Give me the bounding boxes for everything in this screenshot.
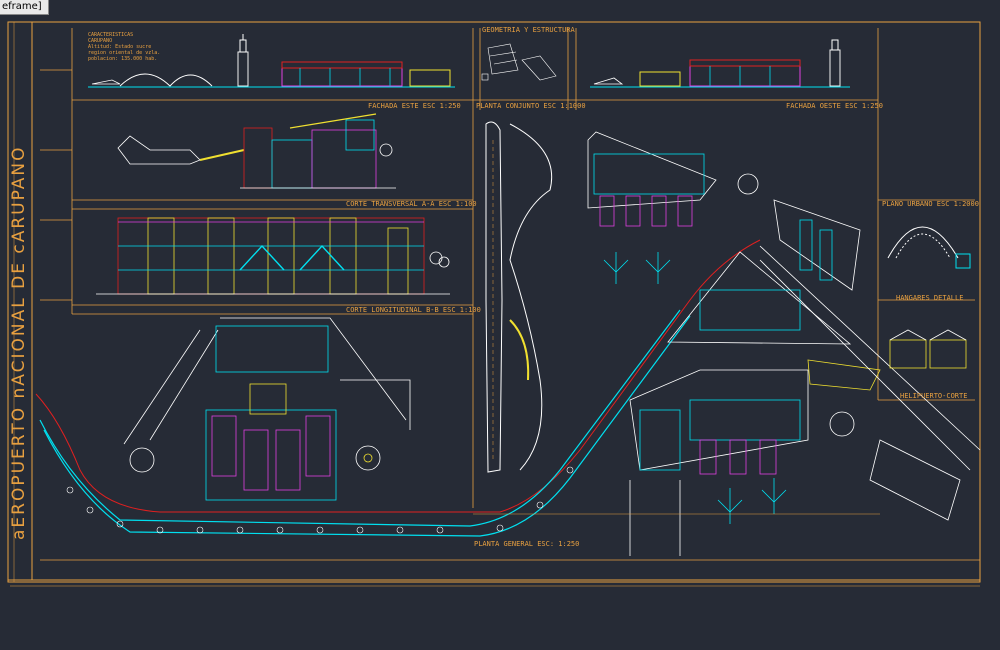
terminal-plan-main: [629, 245, 981, 556]
label-geometria: GEOMETRIA Y ESTRUCTURA: [482, 26, 576, 34]
left-terminal-plan: [123, 317, 411, 501]
terminal-plan-top: [587, 131, 861, 291]
label-fachada-este: FACHADA ESTE ESC 1:250: [368, 102, 461, 110]
label-corte-transversal: CORTE TRANSVERSAL A-A ESC 1:100: [346, 200, 477, 208]
panel-frames: [40, 28, 980, 561]
longitudinal-section-drawing: [96, 217, 450, 295]
label-helipuerto: HELIPUERTO-CORTE: [900, 392, 967, 400]
hangar-drawing: [889, 329, 967, 369]
label-fachada-oeste: FACHADA OESTE ESC 1:250: [786, 102, 883, 110]
road-trees: [66, 466, 574, 534]
label-corte-longitudinal: CORTE LONGITUDINAL B-B ESC 1:100: [346, 306, 481, 314]
note-line: CARUPANO: [88, 38, 112, 44]
note-line: Altitud: Estado sucre: [88, 44, 151, 50]
site-boundary-line: [35, 239, 761, 513]
label-planta-conjunto: PLANTA CONJUNTO ESC 1:1000: [476, 102, 586, 110]
west-elevation-drawing: [590, 39, 850, 88]
side-title: aEROPUERTO nACIONAL DE cARUPANO: [9, 146, 29, 540]
notes-block: CARACTERISTICAS CARUPANO Altitud: Estado…: [88, 32, 160, 62]
access-road: [39, 309, 681, 527]
note-line: CARACTERISTICAS: [88, 32, 133, 38]
drawing-sheet: aEROPUERTO nACIONAL DE cARUPANO CARACTER…: [7, 21, 981, 587]
note-line: region oriental de vzla.: [88, 50, 160, 56]
note-line: poblacion: 135.000 hab.: [88, 56, 157, 62]
cross-section-drawing: [117, 113, 396, 189]
cad-viewport[interactable]: aEROPUERTO nACIONAL DE cARUPANO CARACTER…: [0, 14, 1000, 650]
east-elevation-drawing: [88, 34, 455, 88]
drawing-tab[interactable]: eframe]: [0, 0, 49, 15]
label-hangar: HANGARES DETALLE: [896, 294, 963, 302]
geometry-drawing: [481, 43, 557, 81]
site-plan-runway: [485, 121, 553, 473]
label-plano-urbano: PLANO URBANO ESC 1:2000: [882, 200, 979, 208]
urban-plan-drawing: [887, 226, 971, 269]
label-planta-general: PLANTA GENERAL ESC: 1:250: [474, 540, 579, 548]
